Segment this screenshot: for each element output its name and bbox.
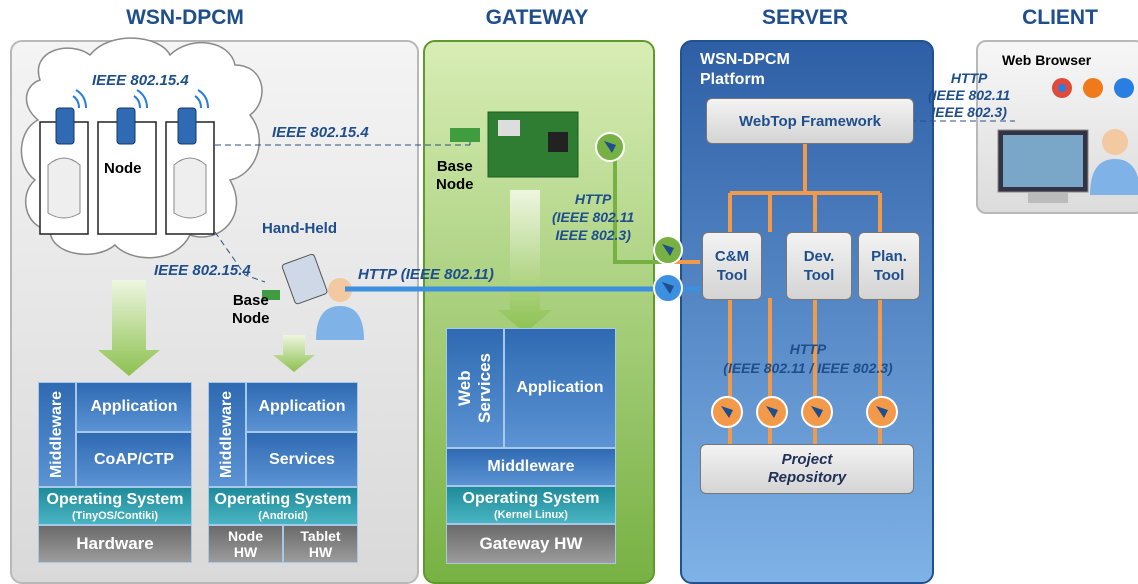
gw-hardware: Gateway HW <box>446 524 616 564</box>
dev-tool: Dev. Tool <box>786 232 852 300</box>
gw-application: Application <box>504 328 616 448</box>
node-label: Node <box>104 160 142 177</box>
stack1-application: Application <box>76 382 192 432</box>
link-label-left: IEEE 802.15.4 <box>154 262 251 279</box>
stack1-protocol: CoAP/CTP <box>76 432 192 487</box>
stack1-os: Operating System(TinyOS/Contiki) <box>38 487 192 525</box>
client-header: CLIENT <box>1022 6 1098 29</box>
server-http-label: HTTP (IEEE 802.11 / IEEE 802.3) <box>723 341 893 376</box>
server-header: SERVER <box>762 6 848 29</box>
cm-tool: C&M Tool <box>702 232 762 300</box>
stack2-middleware: Middleware <box>208 382 246 487</box>
stack1-hardware: Hardware <box>38 525 192 563</box>
wsn-base-node-label: Base Node <box>232 292 270 327</box>
gateway-http-label: HTTP (IEEE 802.11 IEEE 802.3) <box>552 191 635 243</box>
gateway-base-node-label: Base Node <box>436 158 474 193</box>
platform-title: WSN-DPCM Platform <box>700 51 790 88</box>
plan-tool: Plan. Tool <box>858 232 920 300</box>
connections-overlay <box>20 37 1138 448</box>
cloud-label: IEEE 802.15.4 <box>92 72 189 89</box>
gw-middleware: Middleware <box>446 448 616 486</box>
wifi-link-label: HTTP (IEEE 802.11) <box>358 266 494 283</box>
handheld-label: Hand-Held <box>262 220 337 237</box>
project-repository: Project Repository <box>700 444 914 494</box>
gateway-header: GATEWAY <box>485 6 589 29</box>
webtop-framework: WebTop Framework <box>706 98 914 144</box>
stack1-middleware: Middleware <box>38 382 76 487</box>
web-browser-label: Web Browser <box>1002 52 1092 68</box>
stack2-services: Services <box>246 432 358 487</box>
link-label-top: IEEE 802.15.4 <box>272 124 369 141</box>
gw-web-services: Web Services <box>446 328 504 448</box>
stack2-application: Application <box>246 382 358 432</box>
wsn-header: WSN-DPCM <box>126 6 244 29</box>
gw-os: Operating System(Kernel Linux) <box>446 486 616 524</box>
stack2-node-hw: Node HW <box>208 525 283 563</box>
stack2-tablet-hw: Tablet HW <box>283 525 358 563</box>
client-http-label: HTTP (IEEE 802.11 IEEE 802.3) <box>928 70 1011 120</box>
stack2-os: Operating System(Android) <box>208 487 358 525</box>
